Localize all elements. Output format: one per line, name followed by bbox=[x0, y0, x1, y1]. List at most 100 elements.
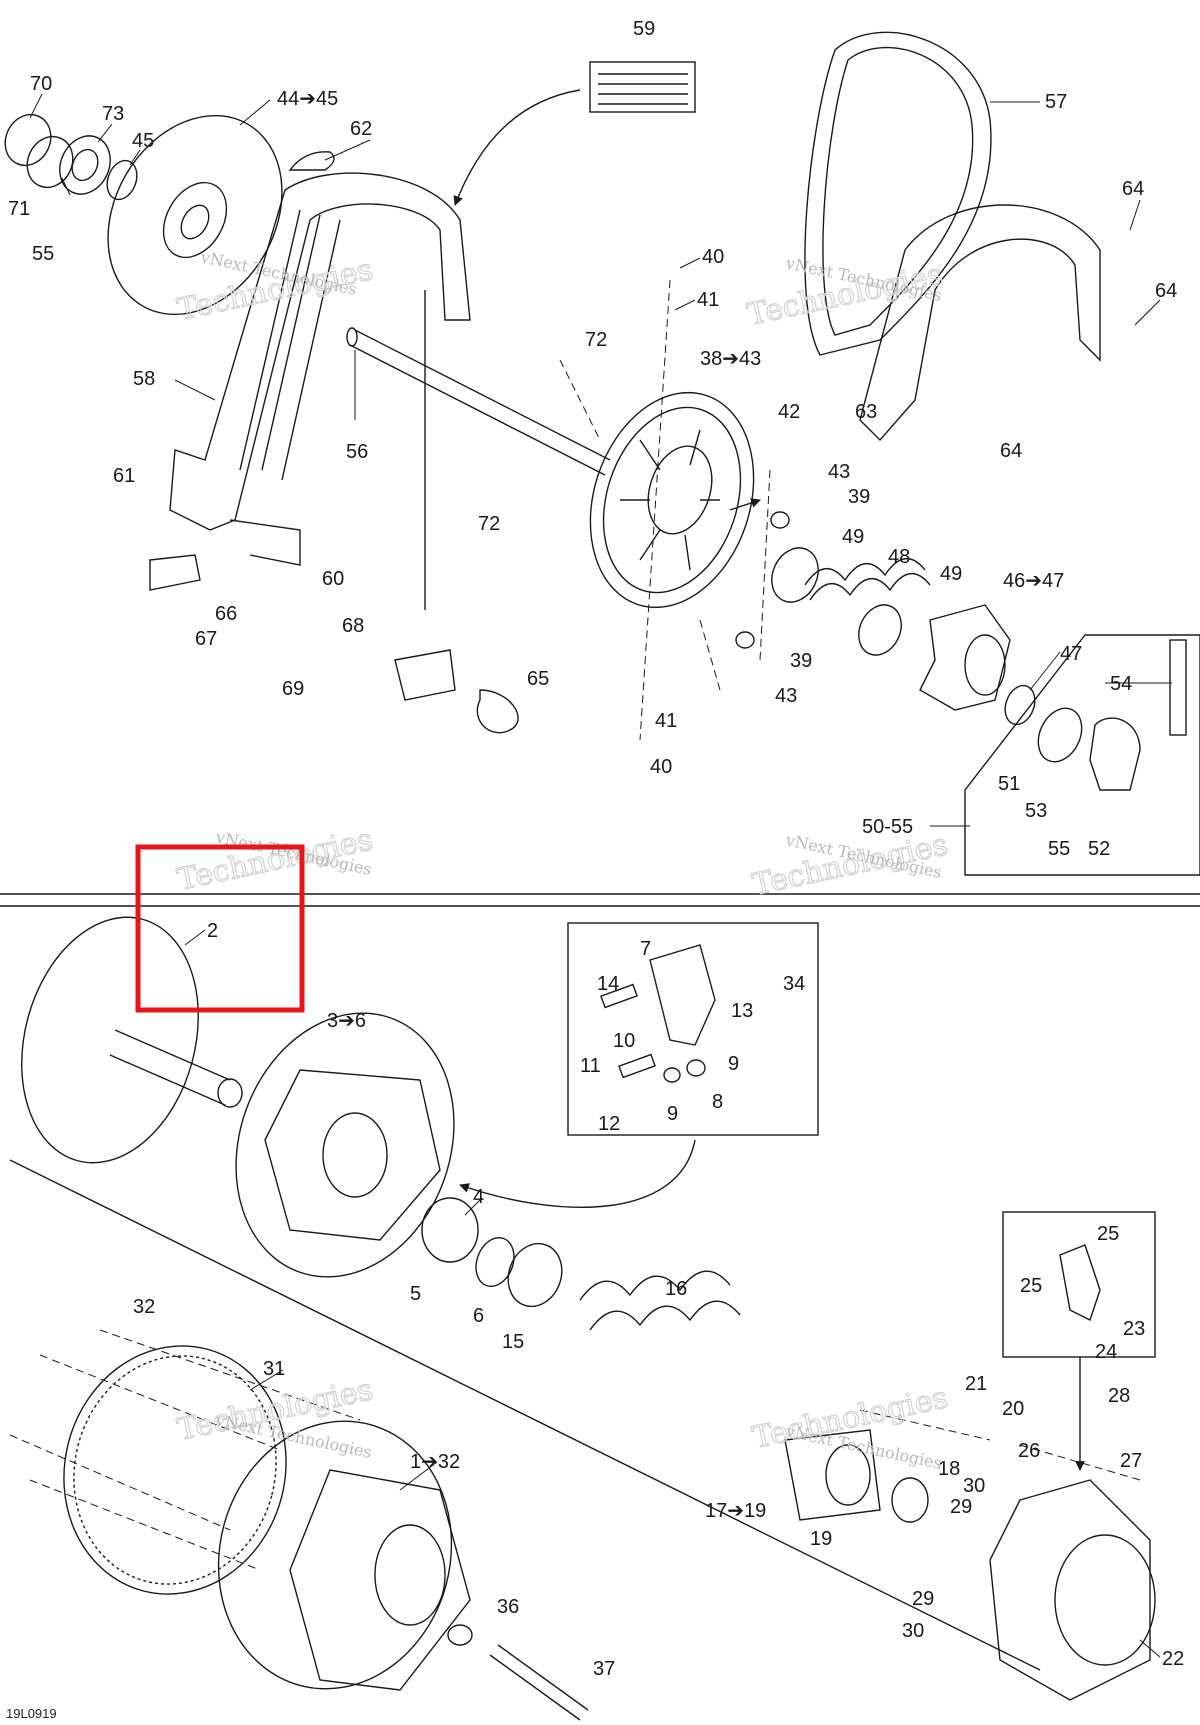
callout-labels: 70 71 73 45 55 44➔45 62 59 57 64 64 64 6… bbox=[8, 18, 1184, 1680]
bushing-18 bbox=[891, 1477, 929, 1523]
pin-14 bbox=[600, 983, 638, 1009]
spring-16 bbox=[579, 1270, 741, 1331]
label-4: 4 bbox=[473, 1186, 484, 1208]
ring-6 bbox=[475, 1237, 515, 1287]
label-43: 43 bbox=[775, 685, 797, 707]
label-23: 23 bbox=[1123, 1318, 1145, 1340]
label-71: 71 bbox=[8, 198, 30, 220]
warning-decal-59 bbox=[589, 61, 696, 113]
snap-ring-45 bbox=[106, 159, 138, 201]
cap-62 bbox=[288, 151, 335, 171]
label-39: 39 bbox=[848, 486, 870, 508]
label-42: 42 bbox=[778, 401, 800, 423]
inset-box-23-25 bbox=[1002, 1211, 1156, 1358]
label-46-47: 46➔47 bbox=[1003, 570, 1064, 592]
roller-8 bbox=[686, 1059, 706, 1077]
watermark-group: Technologies vNext Technologies Technolo… bbox=[174, 247, 952, 1473]
label-73: 73 bbox=[102, 103, 124, 125]
label-25: 25 bbox=[1020, 1275, 1042, 1297]
label-30: 30 bbox=[963, 1475, 985, 1497]
label-69: 69 bbox=[282, 678, 304, 700]
fixed-sheave-2 bbox=[21, 916, 199, 1164]
weight-23 bbox=[1059, 1244, 1101, 1321]
label-24: 24 bbox=[1095, 1341, 1117, 1363]
label-36: 36 bbox=[497, 1596, 519, 1618]
sliding-sheave-38 bbox=[589, 391, 755, 609]
label-17-19: 17➔19 bbox=[705, 1500, 766, 1522]
label-41: 41 bbox=[697, 289, 719, 311]
label-32: 32 bbox=[133, 1296, 155, 1318]
label-70: 70 bbox=[30, 73, 52, 95]
ring-49b bbox=[858, 604, 902, 656]
sheave-shaft bbox=[109, 1029, 231, 1106]
label-1-32: 1➔32 bbox=[410, 1451, 460, 1473]
label-28: 28 bbox=[1108, 1385, 1130, 1407]
bracket-66 bbox=[149, 554, 201, 591]
fixed-sheave-44 bbox=[107, 114, 283, 316]
label-67: 67 bbox=[195, 628, 217, 650]
label-41: 41 bbox=[655, 710, 677, 732]
drive-belt-57 bbox=[804, 31, 992, 356]
label-64: 64 bbox=[1000, 440, 1022, 462]
bushing-4 bbox=[421, 1197, 479, 1263]
label-6: 6 bbox=[473, 1305, 484, 1327]
label-43: 43 bbox=[828, 461, 850, 483]
label-7: 7 bbox=[640, 938, 651, 960]
label-3-6: 3➔6 bbox=[327, 1010, 366, 1032]
label-20: 20 bbox=[1002, 1398, 1024, 1420]
tool-54 bbox=[1169, 639, 1187, 736]
label-58: 58 bbox=[133, 368, 155, 390]
ring-49 bbox=[771, 547, 819, 603]
inset-box-7-14 bbox=[567, 922, 819, 1136]
label-44-45: 44➔45 bbox=[277, 88, 338, 110]
washer-15 bbox=[507, 1242, 563, 1308]
label-9: 9 bbox=[667, 1103, 678, 1125]
label-68: 68 bbox=[342, 615, 364, 637]
washer-36 bbox=[447, 1624, 473, 1646]
label-49: 49 bbox=[940, 563, 962, 585]
label-8: 8 bbox=[712, 1091, 723, 1113]
governor-cup-22 bbox=[989, 1479, 1151, 1701]
bolt-37 bbox=[489, 1644, 589, 1721]
label-14: 14 bbox=[597, 973, 619, 995]
label-2: 2 bbox=[207, 920, 218, 942]
label-26: 26 bbox=[1018, 1440, 1040, 1462]
roller-39 bbox=[770, 511, 790, 529]
label-25: 25 bbox=[1097, 1223, 1119, 1245]
label-12: 12 bbox=[598, 1113, 620, 1135]
spider-17 bbox=[784, 1429, 881, 1521]
label-55: 55 bbox=[32, 243, 54, 265]
label-59: 59 bbox=[633, 18, 655, 40]
label-50-55: 50-55 bbox=[862, 816, 913, 838]
label-47: 47 bbox=[1060, 643, 1082, 665]
label-11: 11 bbox=[580, 1055, 601, 1077]
label-30: 30 bbox=[902, 1620, 924, 1642]
label-9: 9 bbox=[728, 1053, 739, 1075]
label-19: 19 bbox=[810, 1528, 832, 1550]
label-45: 45 bbox=[132, 130, 154, 152]
label-48: 48 bbox=[888, 546, 910, 568]
pin-10 bbox=[618, 1053, 656, 1079]
label-15: 15 bbox=[502, 1331, 524, 1353]
cam-46 bbox=[919, 604, 1011, 711]
label-27: 27 bbox=[1120, 1450, 1142, 1472]
spring-48 bbox=[804, 558, 931, 601]
label-16: 16 bbox=[665, 1278, 687, 1300]
lever-7 bbox=[649, 944, 716, 1046]
inset-box-50-55 bbox=[964, 634, 1200, 876]
label-61: 61 bbox=[113, 465, 135, 487]
hub-52 bbox=[1089, 717, 1141, 791]
label-22: 22 bbox=[1162, 1648, 1184, 1670]
label-10: 10 bbox=[613, 1030, 635, 1052]
label-66: 66 bbox=[215, 603, 237, 625]
drawing-reference: 19L0919 bbox=[6, 1706, 57, 1721]
label-52: 52 bbox=[1088, 838, 1110, 860]
shaft bbox=[349, 329, 611, 476]
label-29: 29 bbox=[950, 1496, 972, 1518]
label-49: 49 bbox=[842, 526, 864, 548]
movable-sheave-3 bbox=[235, 1012, 455, 1278]
ring-gear-31 bbox=[63, 1345, 287, 1595]
label-29: 29 bbox=[912, 1588, 934, 1610]
